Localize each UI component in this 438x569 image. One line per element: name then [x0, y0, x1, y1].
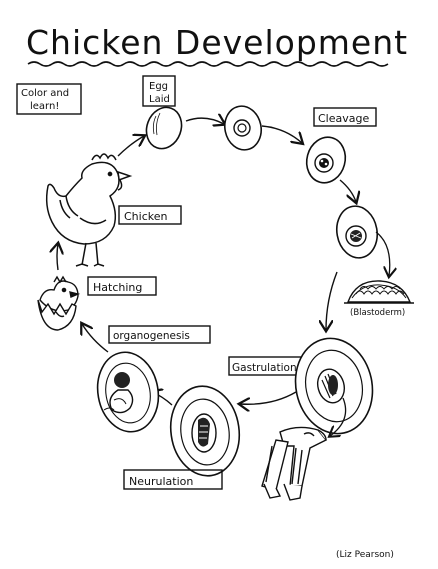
label-chicken: Chicken — [118, 205, 182, 225]
blastoderm-egg-illustration — [335, 205, 379, 259]
label-blastoderm: (Blastoderm) — [350, 308, 405, 318]
label-cleavage-text: Cleavage — [318, 112, 369, 125]
arrow-gastrulation-to-neurulation — [240, 391, 297, 404]
blastoderm-detail-illustration — [344, 280, 414, 304]
label-organogenesis: organogenesis — [108, 325, 211, 344]
page-title: Chicken Development — [26, 23, 408, 62]
label-egg-laid: Egg Laid — [142, 75, 176, 107]
color-note-box: Color and learn! — [16, 83, 82, 115]
chicken-illustration — [45, 153, 133, 267]
color-note-line2: learn! — [30, 101, 59, 112]
color-note-line1: Color and — [21, 88, 69, 99]
organogenesis-egg-illustration — [96, 351, 160, 433]
neurulation-egg-illustration — [169, 385, 241, 477]
arrow-yolk-to-cleavage — [261, 125, 302, 143]
arrow-laid-to-yolk — [185, 118, 224, 124]
hatching-chick-illustration — [37, 275, 81, 331]
label-neurulation: Neurulation — [123, 469, 223, 490]
label-egg-laid-line1: Egg — [149, 81, 168, 92]
arrow-chicken-to-egg — [117, 136, 144, 157]
title-underline — [27, 61, 389, 67]
label-gastrulation-text: Gastrulation — [232, 362, 297, 374]
egg-laid-illustration — [145, 106, 183, 150]
label-hatching: Hatching — [87, 276, 157, 296]
gastrula-detail-illustration — [261, 426, 328, 501]
label-egg-laid-line2: Laid — [149, 94, 170, 105]
label-organogenesis-text: organogenesis — [113, 330, 190, 342]
arrow-to-blastoderm-detail — [375, 231, 390, 276]
arrow-organogenesis-to-hatching — [82, 324, 109, 353]
egg-yolk-illustration — [224, 105, 262, 151]
arrow-blastoderm-to-gastrulation — [326, 271, 338, 330]
arrow-hatching-to-chicken — [57, 244, 58, 271]
label-gastrulation: Gastrulation — [228, 356, 307, 376]
author-credit: (Liz Pearson) — [336, 550, 394, 560]
label-neurulation-text: Neurulation — [129, 475, 193, 488]
arrow-to-gastrula-detail — [330, 397, 347, 436]
label-hatching-text: Hatching — [93, 281, 142, 294]
cleavage-egg-illustration — [305, 136, 347, 184]
gastrulation-egg-illustration — [294, 337, 374, 435]
label-cleavage: Cleavage — [313, 107, 377, 127]
arrow-cleavage-to-blastoderm — [339, 179, 356, 202]
label-chicken-text: Chicken — [124, 210, 168, 223]
